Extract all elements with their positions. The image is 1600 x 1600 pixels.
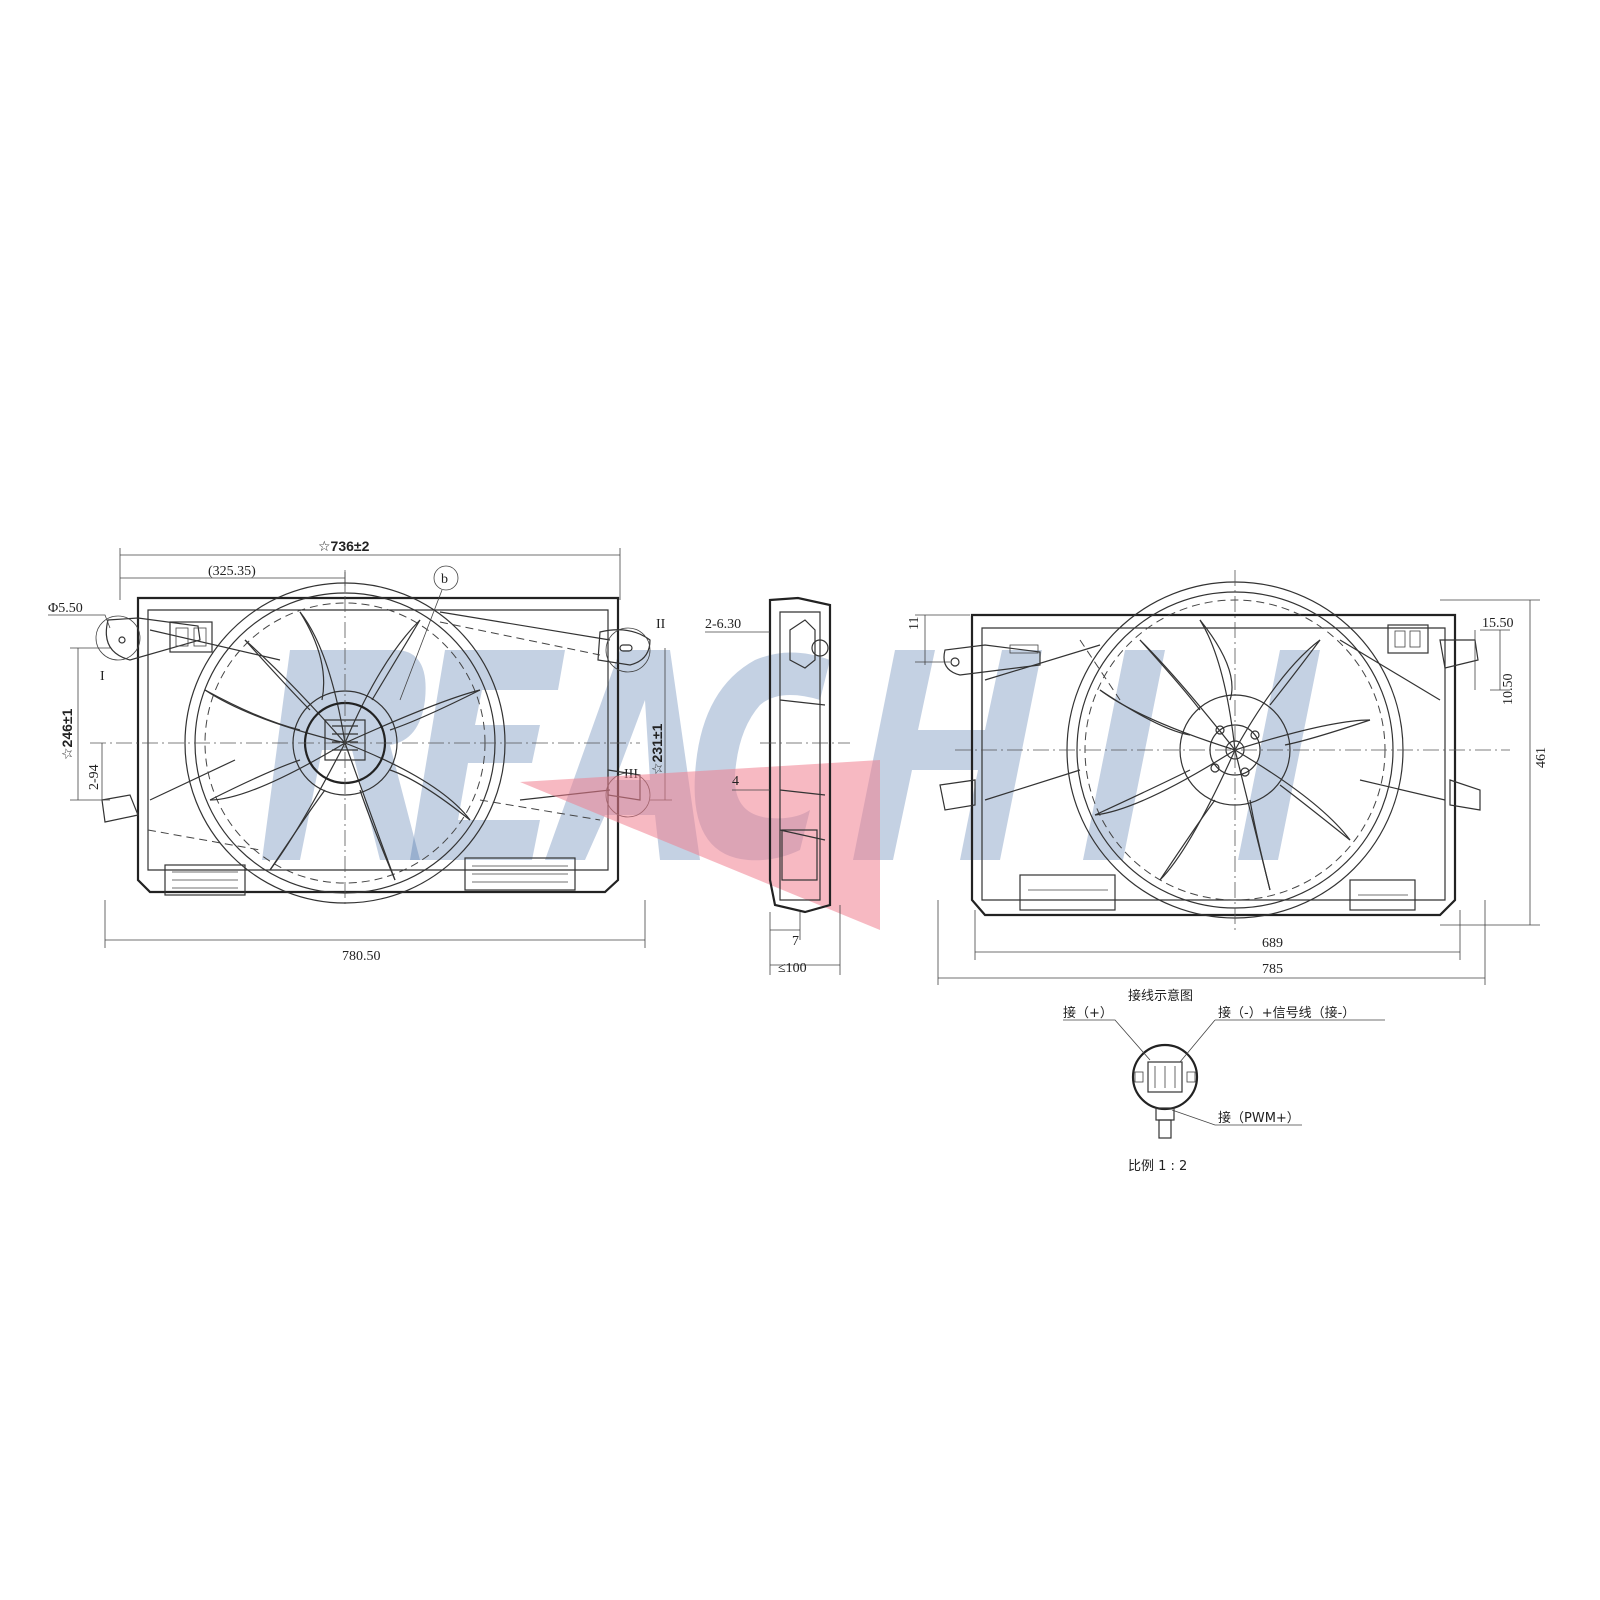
wiring-diagram <box>1063 1019 1385 1139</box>
wiring-label-pwm: 接（PWM+） <box>1218 1110 1300 1126</box>
detail-label-I: I <box>100 669 105 684</box>
dim-rear-outer-width: 785 <box>1262 962 1283 977</box>
dim-height-right: ☆231±1 <box>649 723 665 775</box>
wiring-label-negative: 接（-）+信号线（接-） <box>1218 1005 1355 1021</box>
rear-view <box>915 570 1540 985</box>
dim-hub-offset: (325.35) <box>208 564 256 579</box>
dim-side-thickness: 7 <box>792 934 799 949</box>
dim-height-left: ☆246±1 <box>59 708 75 760</box>
detail-label-II: II <box>656 617 666 632</box>
dim-side-holes: 2-6.30 <box>705 617 741 632</box>
dim-rear-inner-width: 689 <box>1262 936 1283 951</box>
detail-callout-wedge <box>520 760 880 930</box>
dim-rear-height: 461 <box>1534 747 1549 768</box>
dim-overall-width: ☆736±2 <box>318 538 370 554</box>
dim-rear-top: 11 <box>907 617 922 630</box>
wiring-title: 接线示意图 <box>1128 988 1193 1004</box>
dim-rear-right-side: 10.50 <box>1501 674 1516 706</box>
balloon-b: b <box>441 572 448 587</box>
dim-low: 2-94 <box>87 764 102 790</box>
wiring-scale: 比例 1 : 2 <box>1128 1159 1187 1174</box>
dim-side-depth: ≤100 <box>778 961 807 976</box>
dim-base-width: 780.50 <box>342 949 381 964</box>
dim-rear-right-top: 15.50 <box>1482 616 1514 631</box>
dim-side-offset: 4 <box>732 774 739 789</box>
wiring-label-positive: 接（+） <box>1063 1005 1113 1021</box>
dim-hole-diameter: Φ5.50 <box>48 601 83 616</box>
side-view <box>705 596 850 975</box>
